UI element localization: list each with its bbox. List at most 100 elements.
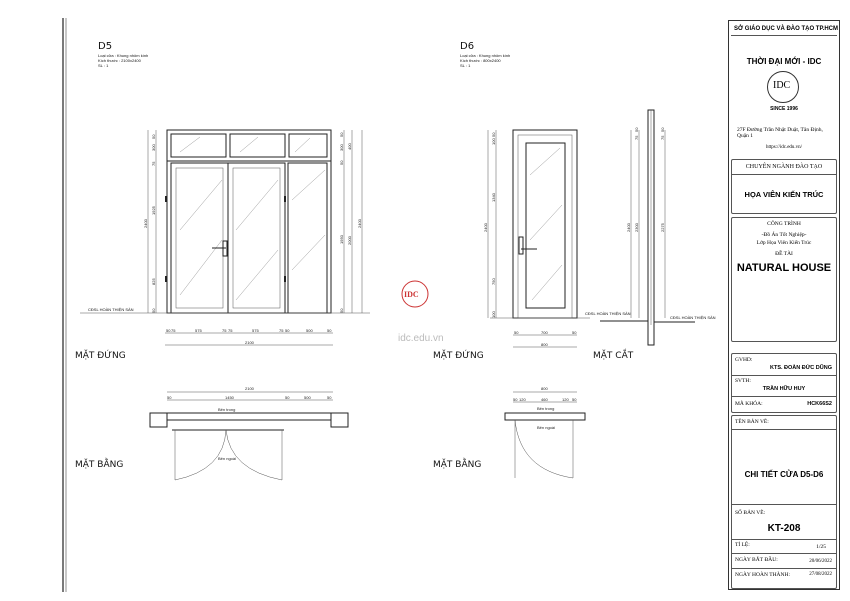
d5-floor-label: CĐSL HOÀN THIỆN SÀN [88, 307, 134, 312]
d6-title: D6 [460, 41, 474, 52]
d6-section-label: MẶT CẮT [593, 348, 634, 361]
d6-elevation [487, 129, 590, 348]
d5-dim: 2400 [357, 218, 362, 228]
svg-text:50: 50 [491, 132, 496, 137]
d6-section-dims: 2400 2300 75 50 2275 75 50 [626, 127, 665, 232]
svg-text:50: 50 [634, 127, 639, 132]
d5-dim: 75 [151, 161, 156, 166]
svg-text:50: 50 [285, 395, 290, 400]
d5-dim: 2000 [347, 235, 352, 245]
svg-text:100: 100 [491, 138, 496, 145]
project-label: CÔNG TRÌNH [767, 221, 801, 227]
svg-text:75: 75 [228, 328, 233, 333]
svg-text:50: 50 [166, 328, 171, 333]
d5-dim: 50 [339, 132, 344, 137]
svg-text:700: 700 [541, 330, 548, 335]
course: HCK66S2 [807, 401, 832, 407]
d5-dim: 50 [151, 134, 156, 139]
student-label: SVTH: [735, 378, 751, 384]
end-date: 27/08/2022 [809, 572, 832, 577]
d6-plan-label: MẶT BẰNG [433, 457, 481, 470]
d6-spec-qty: SL : 1 [460, 63, 471, 68]
d5-dim: 1925 [151, 205, 156, 215]
svg-text:1450: 1450 [225, 395, 235, 400]
d5-dim-left-total: 2400 [143, 218, 148, 228]
svg-text:50: 50 [514, 330, 519, 335]
d5-dim: 50 [339, 160, 344, 165]
svg-text:75: 75 [660, 135, 665, 140]
svg-text:50: 50 [327, 395, 332, 400]
student: TRẦN HỮU HUY [762, 386, 806, 392]
svg-text:75: 75 [634, 135, 639, 140]
d5-dim: 1950 [339, 234, 344, 244]
svg-text:50: 50 [167, 395, 172, 400]
watermark-url: idc.edu.vn [398, 333, 444, 344]
d6-left-dims: 50 100 1340 750 100 [491, 132, 496, 318]
d5-elevation [80, 129, 370, 346]
d5-dim: 50 [339, 308, 344, 313]
svg-text:2100: 2100 [245, 340, 255, 345]
svg-text:460: 460 [541, 397, 548, 402]
svg-text:500: 500 [306, 328, 313, 333]
d5-elevation-label: MẶT ĐỨNG [75, 349, 126, 361]
d5-plan-total: 2100 [245, 386, 255, 391]
svg-text:50: 50 [327, 328, 332, 333]
d6-spec-size: Kích thước : 800x2400 [460, 58, 501, 63]
major-section: CHUYÊN NGÀNH ĐÀO TẠO HỌA VIÊN KIẾN TRÚC [731, 159, 837, 214]
svg-text:2275: 2275 [660, 222, 665, 232]
d6-inside-label: Bên trong [537, 406, 554, 411]
course-label: MÃ KHÓA: [735, 401, 763, 407]
d6-section-floor-label: CĐSL HOÀN THIỆN SÀN [670, 315, 716, 320]
svg-text:1340: 1340 [491, 192, 496, 202]
title-block: SỞ GIÁO DỤC VÀ ĐÀO TẠO TP.HCM THỜI ĐẠI M… [728, 20, 840, 590]
drawing-name: CHI TIẾT CỬA D5-D6 [744, 470, 824, 479]
svg-text:75: 75 [279, 328, 284, 333]
svg-text:50: 50 [285, 328, 290, 333]
svg-text:50: 50 [572, 397, 577, 402]
d6-outside-label: Bên ngoài [537, 425, 555, 430]
d5-dim: 825 [151, 278, 156, 285]
idc-logo: IDC [767, 71, 799, 103]
scale-label: TỈ LỆ: [735, 542, 750, 548]
svg-text:75: 75 [222, 328, 227, 333]
drawing-section: TÊN BẢN VẼ: CHI TIẾT CỬA D5-D6 SỐ BẢN VẼ… [731, 415, 837, 589]
svg-text:120: 120 [519, 397, 526, 402]
watermark-logo: IDC [401, 280, 429, 308]
project-line1: -Đồ Án Tốt Nghiệp- [761, 232, 807, 238]
d5-dim: 300 [339, 144, 344, 151]
drawing-name-label: TÊN BẢN VẼ: [735, 419, 769, 425]
svg-text:75: 75 [171, 328, 176, 333]
school-name: THỜI ĐẠI MỚI - IDC [746, 57, 822, 66]
svg-text:575: 575 [195, 328, 202, 333]
d6-section [600, 109, 695, 346]
school-section: SỞ GIÁO DỤC VÀ ĐÀO TẠO TP.HCM THỜI ĐẠI M… [731, 23, 839, 157]
d6-dim-left-total: 2400 [483, 222, 488, 232]
d5-outside-label: Bên ngoài [218, 456, 236, 461]
svg-text:2300: 2300 [634, 222, 639, 232]
drawing-no-label: SỐ BẢN VẼ: [735, 510, 766, 516]
d6-floor-label: CĐSL HOÀN THIỆN SÀN [585, 311, 631, 316]
d5-title: D5 [98, 41, 112, 52]
topic-label: ĐỀ TÀI [775, 251, 793, 257]
svg-text:IDC: IDC [404, 290, 419, 299]
svg-text:50: 50 [513, 397, 518, 402]
project-section: CÔNG TRÌNH -Đồ Án Tốt Nghiệp- Lớp Họa Vi… [731, 217, 837, 342]
project-line2: Lớp Họa Viên Kiến Trúc [756, 240, 812, 246]
start-date: 20/06/2022 [809, 559, 832, 564]
topic: NATURAL HOUSE [736, 262, 832, 274]
address: 27F Đường Trần Nhật Duật, Tân Định, Quận… [737, 127, 823, 139]
svg-text:750: 750 [491, 278, 496, 285]
d6-plan [504, 391, 586, 479]
d5-dim: 300 [151, 144, 156, 151]
scale: 1/25 [816, 544, 826, 550]
people-section: GVHD: KTS. ĐOÀN ĐỨC DŨNG SVTH: TRẦN HỮU … [731, 353, 837, 413]
instructor: KTS. ĐOÀN ĐỨC DŨNG [769, 365, 832, 371]
d5-dim: 400 [347, 143, 352, 150]
major-label: CHUYÊN NGÀNH ĐÀO TẠO [745, 164, 823, 170]
website: https://idc.edu.vn/ [765, 145, 803, 150]
department: SỞ GIÁO DỤC VÀ ĐÀO TẠO TP.HCM [734, 26, 839, 32]
svg-text:120: 120 [562, 397, 569, 402]
svg-text:575: 575 [252, 328, 259, 333]
svg-text:50: 50 [660, 127, 665, 132]
